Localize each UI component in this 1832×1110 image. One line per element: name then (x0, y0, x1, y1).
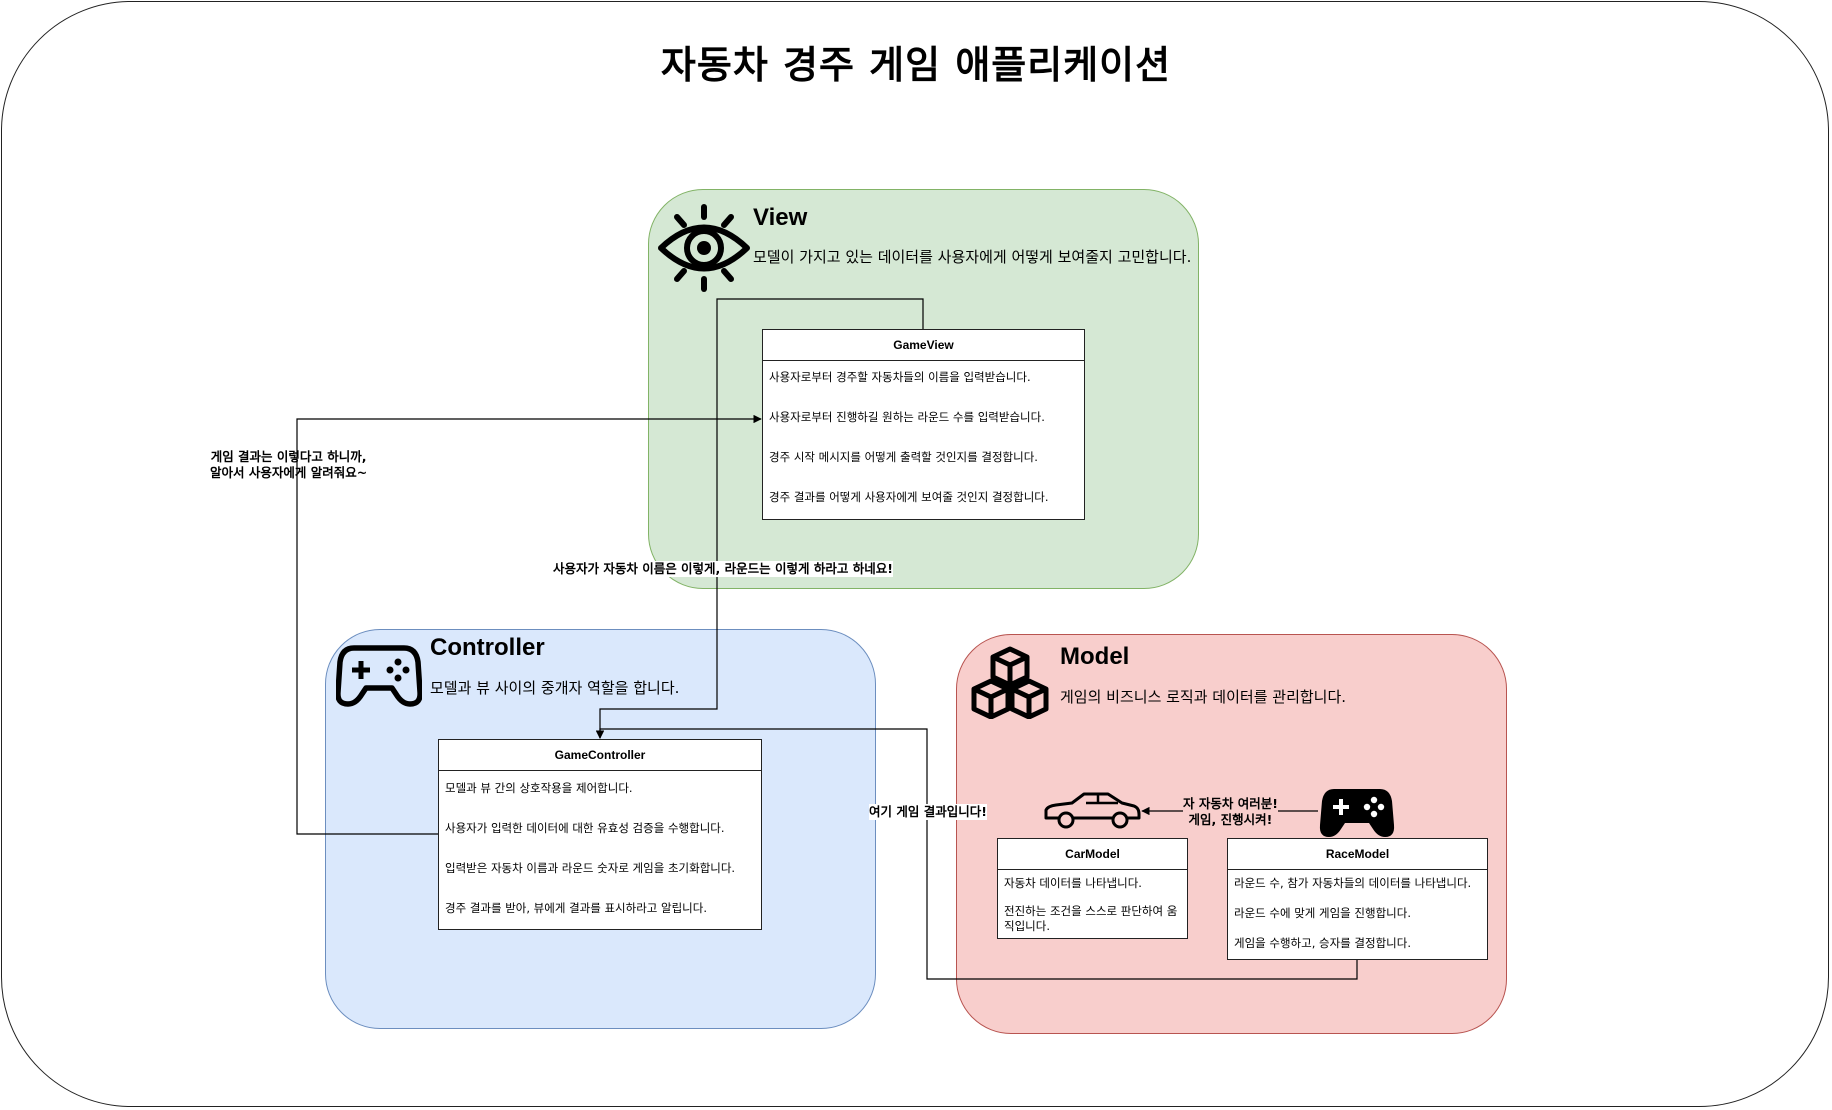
gamecontroller-item: 모델과 뷰 간의 상호작용을 제어합니다. (445, 781, 633, 795)
gameview-class: GameView 사용자로부터 경주할 자동차들의 이름을 입력받습니다. 사용… (762, 329, 1085, 520)
gameview-item: 경주 시작 메시지를 어떻게 출력할 것인지를 결정합니다. (769, 450, 1038, 464)
gameview-item: 경주 결과를 어떻게 사용자에게 보여줄 것인지 결정합니다. (769, 490, 1049, 504)
view-description: 모델이 가지고 있는 데이터를 사용자에게 어떻게 보여줄지 고민합니다. (753, 248, 1192, 266)
model-title: Model (1060, 643, 1130, 670)
gameview-item: 사용자로부터 경주할 자동차들의 이름을 입력받습니다. (769, 370, 1031, 384)
carmodel-item: 자동차 데이터를 나타냅니다. (1004, 876, 1142, 890)
edge-label-race-to-car: 자 자동차 여러분! 게임, 진행시켜! (1183, 796, 1278, 828)
car-icon (1042, 790, 1142, 830)
carmodel-item: 전진하는 조건을 스스로 판단하여 움직입니다. (1004, 904, 1178, 933)
cubes-icon (971, 645, 1049, 720)
racemodel-item: 라운드 수에 맞게 게임을 진행합니다. (1234, 906, 1411, 920)
edge-label-race-to-controller: 여기 게임 결과입니다! (869, 804, 987, 820)
gameview-class-name: GameView (763, 330, 1084, 361)
gameview-item: 사용자로부터 진행하길 원하는 라운드 수를 입력받습니다. (769, 410, 1045, 424)
controller-title: Controller (430, 634, 545, 661)
gamepad-icon (1318, 785, 1396, 839)
gamepad-icon (335, 640, 423, 708)
view-title: View (753, 204, 808, 231)
carmodel-class: CarModel 자동차 데이터를 나타냅니다. 전진하는 조건을 스스로 판단… (997, 838, 1188, 939)
gamecontroller-item: 사용자가 입력한 데이터에 대한 유효성 검증을 수행합니다. (445, 821, 725, 835)
racemodel-class-name: RaceModel (1228, 839, 1487, 870)
racemodel-class: RaceModel 라운드 수, 참가 자동차들의 데이터를 나타냅니다. 라운… (1227, 838, 1488, 960)
carmodel-class-name: CarModel (998, 839, 1187, 870)
edge-label-view-to-controller: 사용자가 자동차 이름은 이렇게, 라운드는 이렇게 하라고 하네요! (553, 561, 893, 577)
racemodel-item: 라운드 수, 참가 자동차들의 데이터를 나타냅니다. (1234, 876, 1472, 890)
gamecontroller-item: 입력받은 자동차 이름과 라운드 숫자로 게임을 초기화합니다. (445, 861, 736, 875)
edge-view-to-controller (595, 298, 924, 739)
gamecontroller-class: GameController 모델과 뷰 간의 상호작용을 제어합니다. 사용자… (438, 739, 762, 930)
edge-race-to-controller (595, 728, 1358, 980)
diagram-title: 자동차 경주 게임 애플리케이션 (660, 43, 1172, 87)
eye-icon (657, 203, 751, 293)
model-description: 게임의 비즈니스 로직과 데이터를 관리합니다. (1060, 688, 1347, 706)
controller-description: 모델과 뷰 사이의 중개자 역할을 합니다. (430, 679, 680, 697)
racemodel-item: 게임을 수행하고, 승자를 결정합니다. (1234, 936, 1411, 950)
gamecontroller-item: 경주 결과를 받아, 뷰에게 결과를 표시하라고 알립니다. (445, 901, 708, 915)
edge-controller-to-view (296, 414, 762, 835)
gamecontroller-class-name: GameController (439, 740, 761, 771)
edge-label-controller-to-view: 게임 결과는 이렇다고 하니까, 알아서 사용자에게 알려줘요~ (210, 449, 368, 480)
